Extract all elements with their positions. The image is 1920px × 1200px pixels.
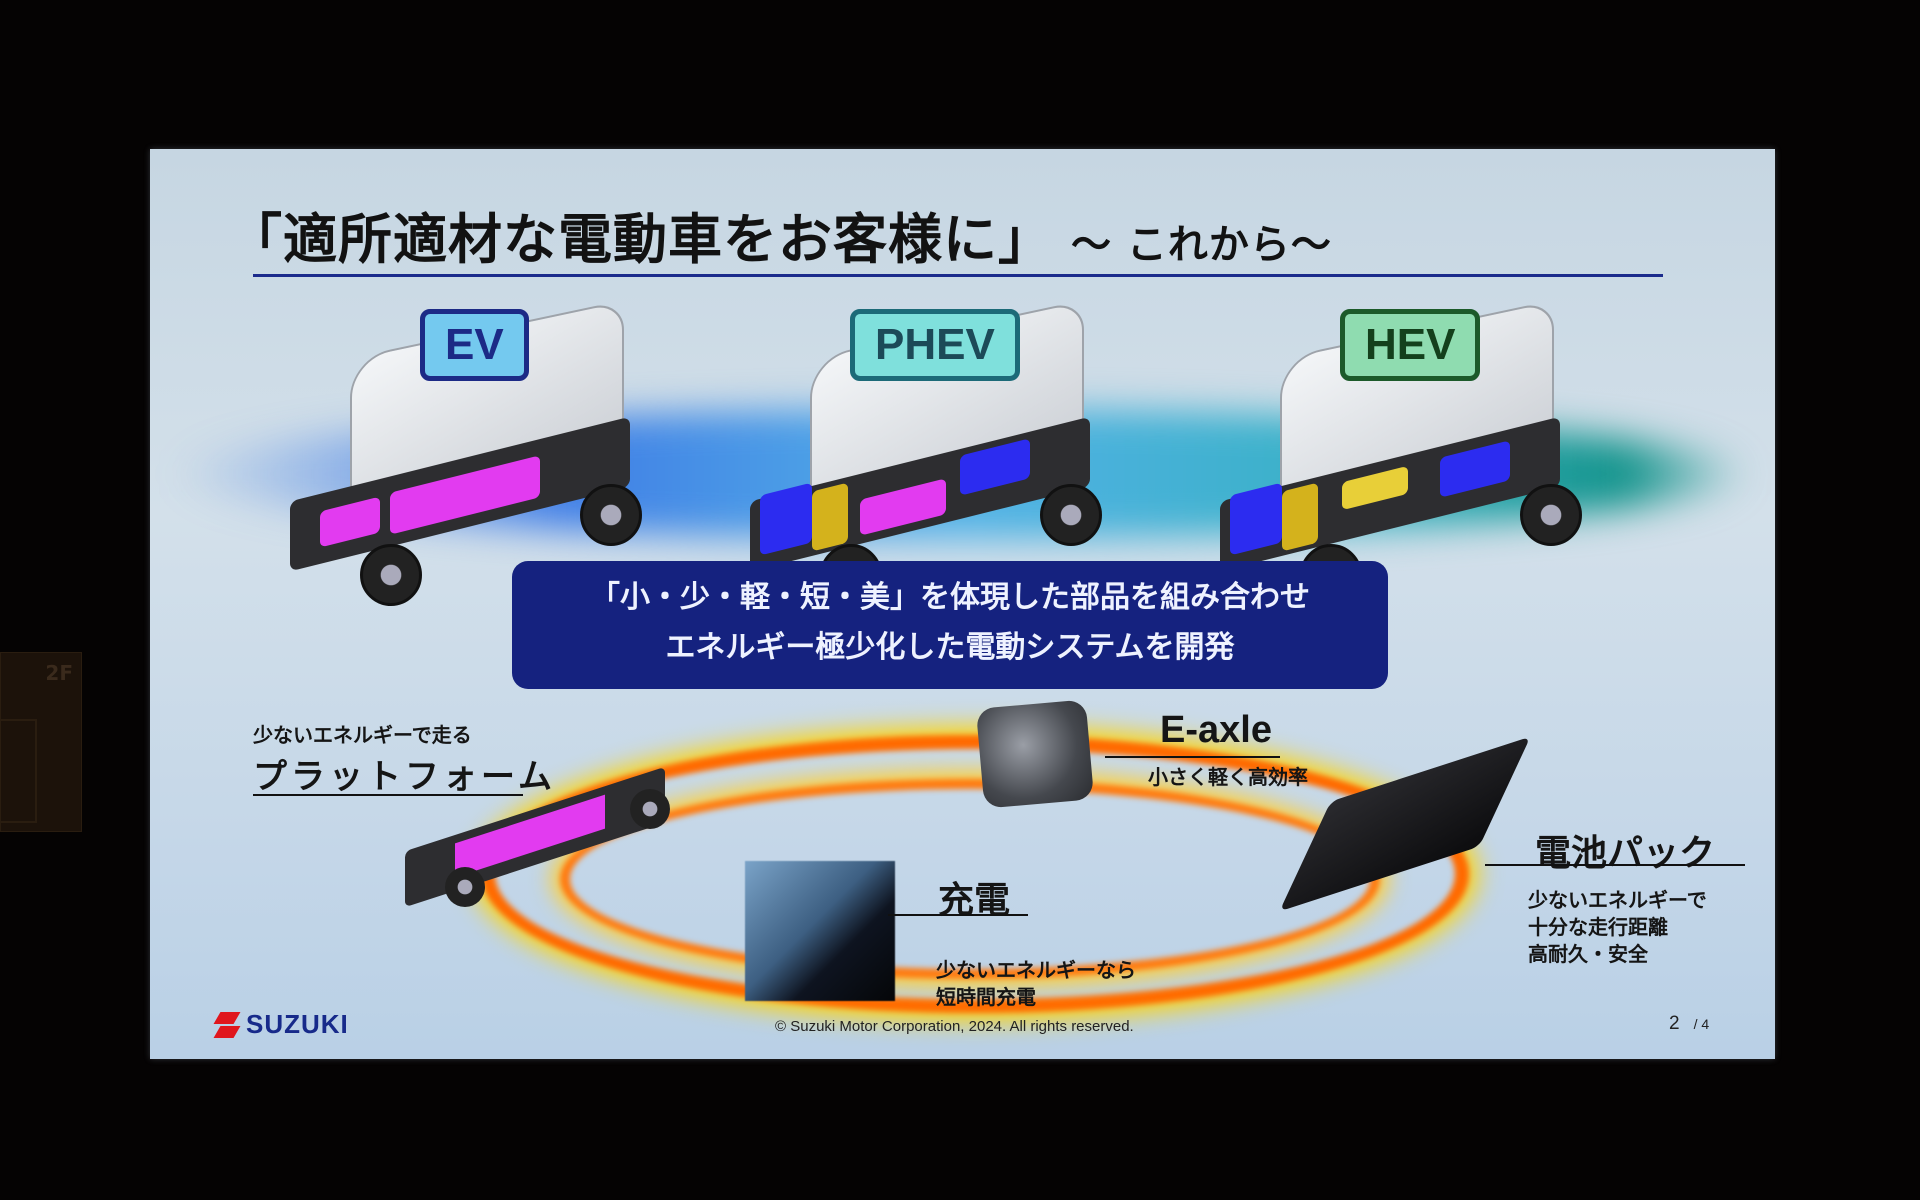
platform-underline xyxy=(253,794,523,796)
badge-phev: PHEV xyxy=(850,309,1020,381)
sign-frame xyxy=(1,719,37,823)
page-total: / 4 xyxy=(1693,1016,1710,1032)
charging-caption-1: 少ないエネルギーなら xyxy=(936,958,1136,982)
battery-caption-2: 十分な走行距離 xyxy=(1528,915,1668,939)
battery-title: 電池パック xyxy=(1535,833,1716,874)
vehicle-ev: EV xyxy=(280,299,660,609)
wheel-icon xyxy=(360,544,422,606)
message-line-2: エネルギー極少化した電動システムを開発 xyxy=(665,630,1235,665)
charging-port-image xyxy=(745,861,895,1001)
e-axle-image xyxy=(975,699,1095,809)
suzuki-logo: SUZUKI xyxy=(214,1009,349,1040)
wheel-icon xyxy=(1040,484,1102,546)
copyright-notice: © Suzuki Motor Corporation, 2024. All ri… xyxy=(775,1018,1134,1035)
title-suffix: ～ これから～ xyxy=(1071,222,1332,268)
battery-caption-3: 高耐久・安全 xyxy=(1528,942,1648,966)
battery-underline xyxy=(1485,864,1745,866)
e-axle-underline xyxy=(1105,756,1280,758)
badge-ev: EV xyxy=(420,309,529,381)
engine-icon xyxy=(1282,482,1318,552)
charging-underline xyxy=(888,914,1028,916)
e-axle-title: E-axle xyxy=(1160,709,1272,751)
platform-chassis-image xyxy=(385,766,685,909)
page-number: 2 / 4 xyxy=(1669,1013,1709,1035)
battery-caption-1: 少ないエネルギーで xyxy=(1528,888,1707,912)
slide-title: 「適所適材な電動車をお客様に」 ～ これから～ xyxy=(228,195,1332,274)
suzuki-s-icon xyxy=(214,1012,240,1038)
presentation-screen: 「適所適材な電動車をお客様に」 ～ これから～ EV PHEV HEV xyxy=(150,149,1775,1059)
wheel-icon xyxy=(445,867,485,907)
key-message-box: 「小・少・軽・短・美」を体現した部品を組み合わせ エネルギー極少化した電動システ… xyxy=(512,561,1388,689)
brand-name: SUZUKI xyxy=(246,1009,349,1039)
platform-caption: 少ないエネルギーで走る xyxy=(253,723,472,747)
charging-caption-2: 短時間充電 xyxy=(936,985,1036,1009)
background-wall-sign: 2F xyxy=(0,652,82,832)
floor-label: 2F xyxy=(45,661,73,685)
message-line-1: 「小・少・軽・短・美」を体現した部品を組み合わせ xyxy=(590,580,1310,615)
page-current: 2 xyxy=(1669,1013,1680,1034)
wheel-icon xyxy=(1520,484,1582,546)
wheel-icon xyxy=(630,789,670,829)
engine-icon xyxy=(812,482,848,552)
e-axle-caption: 小さく軽く高効率 xyxy=(1148,765,1308,789)
title-underline xyxy=(253,274,1663,277)
title-main: 「適所適材な電動車をお客様に」 xyxy=(228,208,1053,271)
platform-title: プラットフォーム xyxy=(253,757,556,797)
badge-hev: HEV xyxy=(1340,309,1481,381)
wheel-icon xyxy=(580,484,642,546)
